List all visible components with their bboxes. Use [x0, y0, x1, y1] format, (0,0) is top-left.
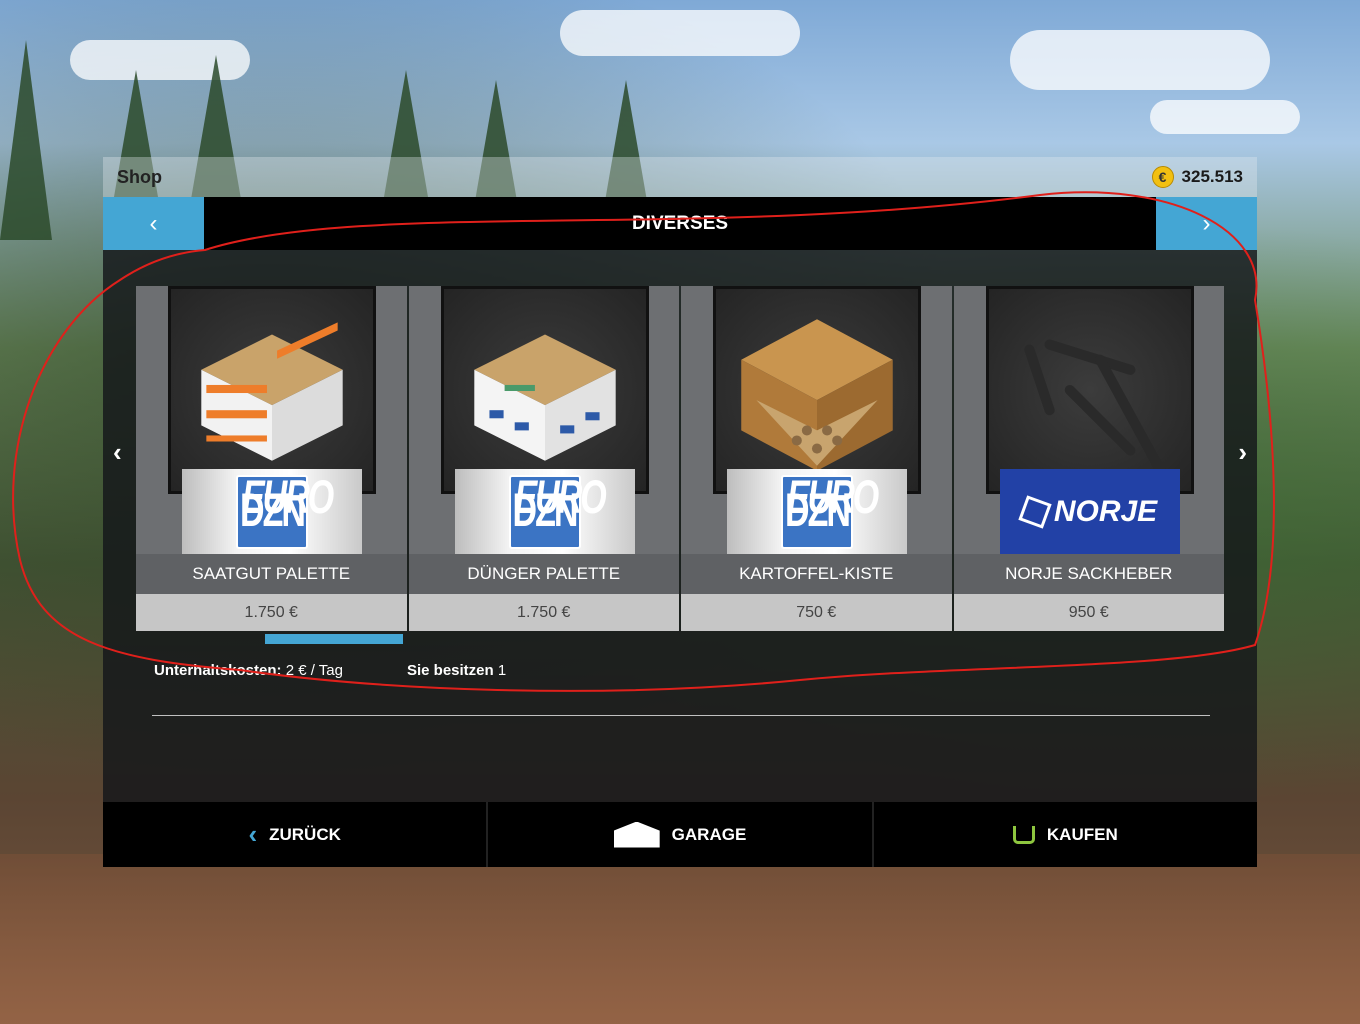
seed-pallet-image [168, 286, 376, 494]
owned-value: 1 [497, 662, 507, 679]
buy-button[interactable]: KAUFEN [874, 802, 1257, 867]
page-title: Shop [117, 166, 162, 187]
back-button[interactable]: ‹ ZURÜCK [103, 802, 489, 867]
brand-logo-dzn: EURO DZN [182, 469, 362, 554]
item-name: KARTOFFEL-KISTE [681, 554, 952, 594]
category-title: DIVERSES [631, 212, 729, 234]
item-info: Unterhaltskosten: 2 € / Tag Sie besitzen… [154, 662, 506, 679]
item-name: SAATGUT PALETTE [136, 554, 407, 594]
dzn-logo-icon: EURO DZN [508, 471, 607, 549]
item-price: 1.750 € [408, 594, 679, 631]
upkeep-info: Unterhaltskosten: 2 € / Tag [154, 662, 343, 679]
category-prev-button[interactable]: ‹ [103, 197, 204, 250]
list-next-arrow[interactable]: › [1238, 437, 1247, 467]
buy-button-label: KAUFEN [1046, 824, 1118, 844]
top-bar: Shop € 325.513 [103, 157, 1257, 197]
shop-panel: ‹ DIVERSES › ‹ › [103, 197, 1257, 867]
item-list: EURO DZN SAATGUT PALETTE 1.750 € [136, 286, 1224, 631]
brand-logo-dzn: EURO DZN [454, 469, 635, 554]
shop-item-potato-box[interactable]: EURO DZN KARTOFFEL-KISTE 750 € [681, 286, 952, 631]
garage-icon [613, 821, 660, 848]
money-display: € 325.513 [1151, 166, 1243, 188]
dzn-logo-icon: EURO DZN [781, 471, 879, 549]
item-price: 750 € [681, 594, 952, 631]
owned-info: Sie besitzen 1 [407, 662, 506, 679]
garage-button[interactable]: GARAGE [488, 802, 874, 867]
fertilizer-pallet-image [440, 286, 649, 494]
back-button-label: ZURÜCK [269, 824, 341, 844]
list-prev-arrow[interactable]: ‹ [113, 437, 122, 467]
item-name: NORJE SACKHEBER [953, 554, 1224, 594]
chevron-right-icon: › [1202, 209, 1211, 237]
money-amount: 325.513 [1181, 167, 1243, 186]
brand-logo-norje: NORJE [999, 469, 1180, 554]
upkeep-value: 2 € / Tag [285, 662, 343, 679]
shop-item-fertilizer-pallet[interactable]: EURO DZN DÜNGER PALETTE 1.750 € [408, 286, 679, 631]
bag-lifter-image [985, 286, 1194, 494]
chevron-left-icon: ‹ [248, 819, 258, 849]
basket-icon [1012, 825, 1035, 844]
bottom-action-bar: ‹ ZURÜCK GARAGE KAUFEN [103, 802, 1257, 867]
chevron-left-icon: ‹ [149, 209, 158, 237]
category-header: ‹ DIVERSES › [103, 197, 1257, 250]
selected-item-indicator [265, 634, 403, 644]
brand-logo-dzn: EURO DZN [727, 469, 907, 554]
item-price: 1.750 € [136, 594, 407, 631]
shop-item-seed-pallet[interactable]: EURO DZN SAATGUT PALETTE 1.750 € [136, 286, 407, 631]
owned-label: Sie besitzen [406, 662, 494, 679]
potato-box-image [713, 286, 921, 494]
divider [152, 715, 1210, 716]
garage-button-label: GARAGE [671, 824, 747, 844]
shop-item-bag-lifter[interactable]: NORJE NORJE SACKHEBER 950 € [953, 286, 1224, 631]
item-name: DÜNGER PALETTE [408, 554, 679, 594]
euro-coin-icon: € [1151, 166, 1174, 188]
upkeep-label: Unterhaltskosten: [154, 662, 282, 679]
dzn-logo-icon: EURO DZN [236, 471, 334, 549]
norje-logo-icon: NORJE [1018, 495, 1157, 529]
item-price: 950 € [953, 594, 1224, 631]
category-next-button[interactable]: › [1156, 197, 1257, 250]
